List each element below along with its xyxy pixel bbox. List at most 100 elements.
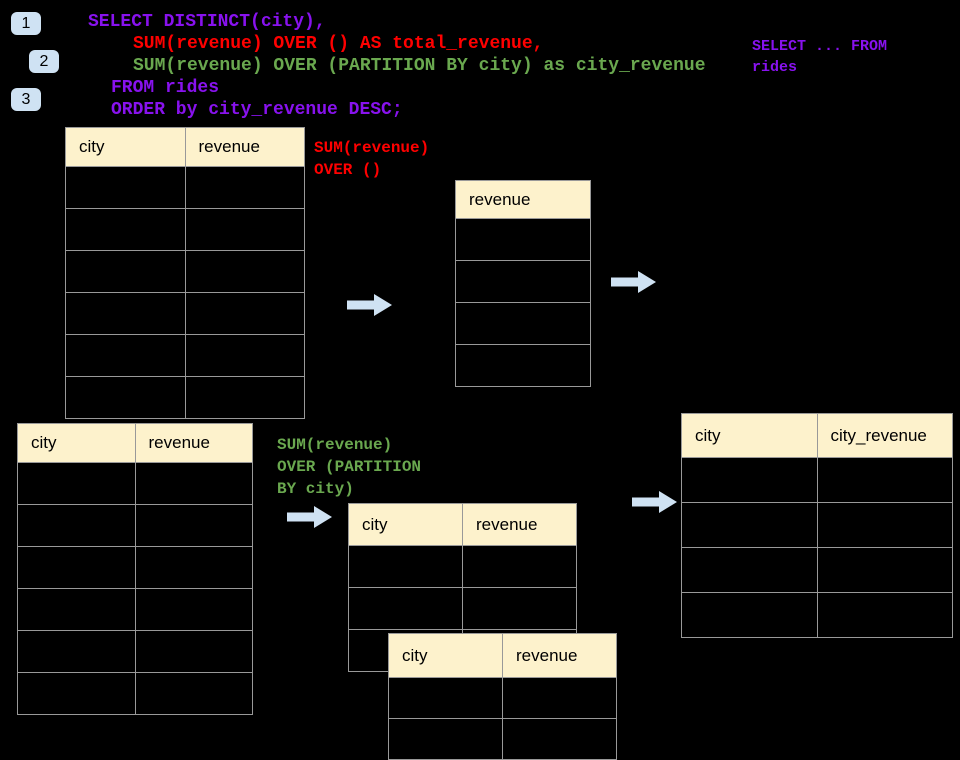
table-cell bbox=[348, 545, 463, 588]
sql-line-select: SELECT DISTINCT(city), bbox=[88, 12, 326, 32]
table-cell bbox=[184, 292, 305, 335]
column-header: city bbox=[65, 127, 186, 167]
sql-line-city-revenue: SUM(revenue) OVER (PARTITION BY city) as… bbox=[133, 56, 706, 76]
table-cell bbox=[65, 250, 186, 293]
arrow-right-icon bbox=[632, 491, 677, 513]
table-row bbox=[17, 546, 253, 589]
table-row bbox=[681, 547, 953, 593]
sql-line-from: FROM rides bbox=[111, 78, 220, 98]
table-header-row: revenue bbox=[455, 180, 591, 219]
column-header: revenue bbox=[462, 503, 577, 546]
table-row bbox=[17, 462, 253, 505]
table-cell bbox=[17, 462, 136, 505]
table-cell bbox=[17, 630, 136, 673]
column-header: city bbox=[388, 633, 503, 678]
table-cell bbox=[681, 457, 818, 503]
step-badge-1: 1 bbox=[11, 12, 41, 35]
table-cell bbox=[388, 677, 503, 719]
table-cell bbox=[17, 672, 136, 715]
table-row bbox=[65, 292, 305, 335]
table-cell bbox=[455, 344, 591, 387]
total-revenue-table: revenue bbox=[455, 180, 591, 387]
table-cell bbox=[184, 376, 305, 419]
table-row bbox=[455, 302, 591, 345]
table-row bbox=[455, 260, 591, 303]
table-cell bbox=[134, 630, 253, 673]
table-row bbox=[348, 587, 577, 630]
step-badge-2: 2 bbox=[29, 50, 59, 73]
column-header: revenue bbox=[184, 127, 305, 167]
table-cell bbox=[17, 546, 136, 589]
table-cell bbox=[816, 547, 953, 593]
column-header: city bbox=[17, 423, 136, 463]
table-row bbox=[455, 218, 591, 261]
table-cell bbox=[17, 504, 136, 547]
table-cell bbox=[455, 260, 591, 303]
column-header: city bbox=[681, 413, 818, 458]
table-cell bbox=[65, 166, 186, 209]
table-row bbox=[17, 504, 253, 547]
table-row bbox=[65, 334, 305, 377]
table-cell bbox=[134, 504, 253, 547]
table-cell bbox=[134, 672, 253, 715]
sql-line-order-by: ORDER by city_revenue DESC; bbox=[111, 100, 403, 120]
column-header: revenue bbox=[502, 633, 617, 678]
table-row bbox=[455, 344, 591, 387]
table-cell bbox=[388, 718, 503, 760]
table-cell bbox=[184, 208, 305, 251]
table-row bbox=[388, 718, 617, 760]
table-cell bbox=[134, 546, 253, 589]
table-row bbox=[17, 630, 253, 673]
table-row bbox=[348, 545, 577, 588]
table-cell bbox=[184, 334, 305, 377]
table-row bbox=[681, 457, 953, 503]
arrow-right-icon bbox=[347, 294, 392, 316]
step-badge-3: 3 bbox=[11, 88, 41, 111]
column-header: revenue bbox=[134, 423, 253, 463]
table-cell bbox=[134, 588, 253, 631]
table-row bbox=[681, 592, 953, 638]
table-row bbox=[65, 166, 305, 209]
table-cell bbox=[816, 592, 953, 638]
table-row bbox=[17, 672, 253, 715]
label-sum-over-partition: SUM(revenue) OVER (PARTITION BY city) bbox=[277, 436, 422, 498]
sql-line-total-revenue: SUM(revenue) OVER () AS total_revenue, bbox=[133, 34, 544, 54]
table-cell bbox=[681, 592, 818, 638]
table-row bbox=[681, 502, 953, 548]
table-row bbox=[388, 677, 617, 719]
column-header: revenue bbox=[455, 180, 591, 219]
table-cell bbox=[184, 166, 305, 209]
table-cell bbox=[455, 302, 591, 345]
table-cell bbox=[681, 547, 818, 593]
table-row bbox=[65, 208, 305, 251]
table-cell bbox=[681, 502, 818, 548]
table-cell bbox=[65, 292, 186, 335]
table-row bbox=[65, 250, 305, 293]
table-row bbox=[17, 588, 253, 631]
table-cell bbox=[816, 502, 953, 548]
table-cell bbox=[65, 376, 186, 419]
table-cell bbox=[65, 334, 186, 377]
arrow-right-icon bbox=[287, 506, 332, 528]
column-header: city_revenue bbox=[816, 413, 953, 458]
column-header: city bbox=[348, 503, 463, 546]
label-sum-over-all: SUM(revenue) OVER () bbox=[314, 139, 430, 179]
select-from-rides-note: SELECT ... FROM rides bbox=[752, 38, 888, 76]
table-cell bbox=[462, 587, 577, 630]
table-cell bbox=[462, 545, 577, 588]
table-cell bbox=[816, 457, 953, 503]
table-cell bbox=[65, 208, 186, 251]
table-cell bbox=[348, 587, 463, 630]
table-row bbox=[65, 376, 305, 419]
arrow-right-icon bbox=[611, 271, 656, 293]
table-cell bbox=[502, 677, 617, 719]
